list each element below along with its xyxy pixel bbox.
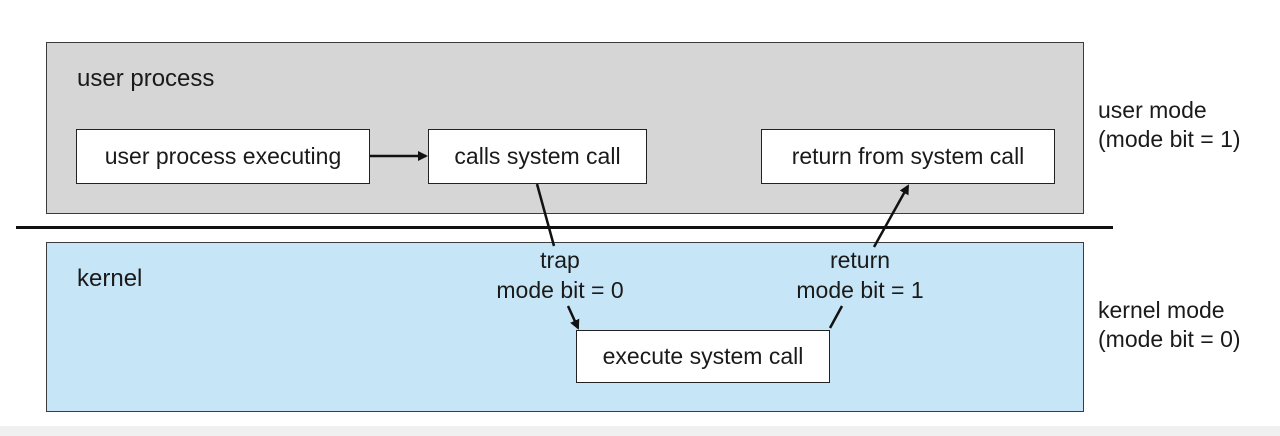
kernel-mode-line2: (mode bit = 0) <box>1098 326 1241 352</box>
user-process-executing-text: user process executing <box>104 143 342 169</box>
trap-label: trap mode bit = 0 <box>470 245 650 305</box>
mode-boundary-line <box>16 226 1113 229</box>
return-from-system-call-text: return from system call <box>791 143 1025 169</box>
user-process-region: user process <box>46 42 1084 214</box>
user-mode-line1: user mode <box>1098 97 1207 123</box>
trap-label-line1: trap <box>540 247 580 273</box>
kernel-mode-line1: kernel mode <box>1098 297 1225 323</box>
calls-system-call-text: calls system call <box>454 143 621 169</box>
return-label-line2: mode bit = 1 <box>796 277 924 303</box>
return-label: return mode bit = 1 <box>770 245 950 305</box>
kernel-region: kernel <box>46 242 1084 412</box>
execute-system-call-text: execute system call <box>602 343 804 369</box>
execute-system-call-box: execute system call <box>576 330 830 383</box>
user-process-label: user process <box>77 65 215 92</box>
user-mode-label: user mode (mode bit = 1) <box>1098 96 1241 154</box>
user-mode-line2: (mode bit = 1) <box>1098 126 1241 152</box>
kernel-mode-label: kernel mode (mode bit = 0) <box>1098 296 1241 354</box>
calls-system-call-box: calls system call <box>428 129 647 184</box>
bottom-strip <box>0 426 1280 436</box>
kernel-label: kernel <box>77 265 143 292</box>
user-process-executing-box: user process executing <box>76 129 370 184</box>
return-from-system-call-box: return from system call <box>761 129 1055 184</box>
trap-label-line2: mode bit = 0 <box>496 277 624 303</box>
return-label-line1: return <box>829 247 891 273</box>
